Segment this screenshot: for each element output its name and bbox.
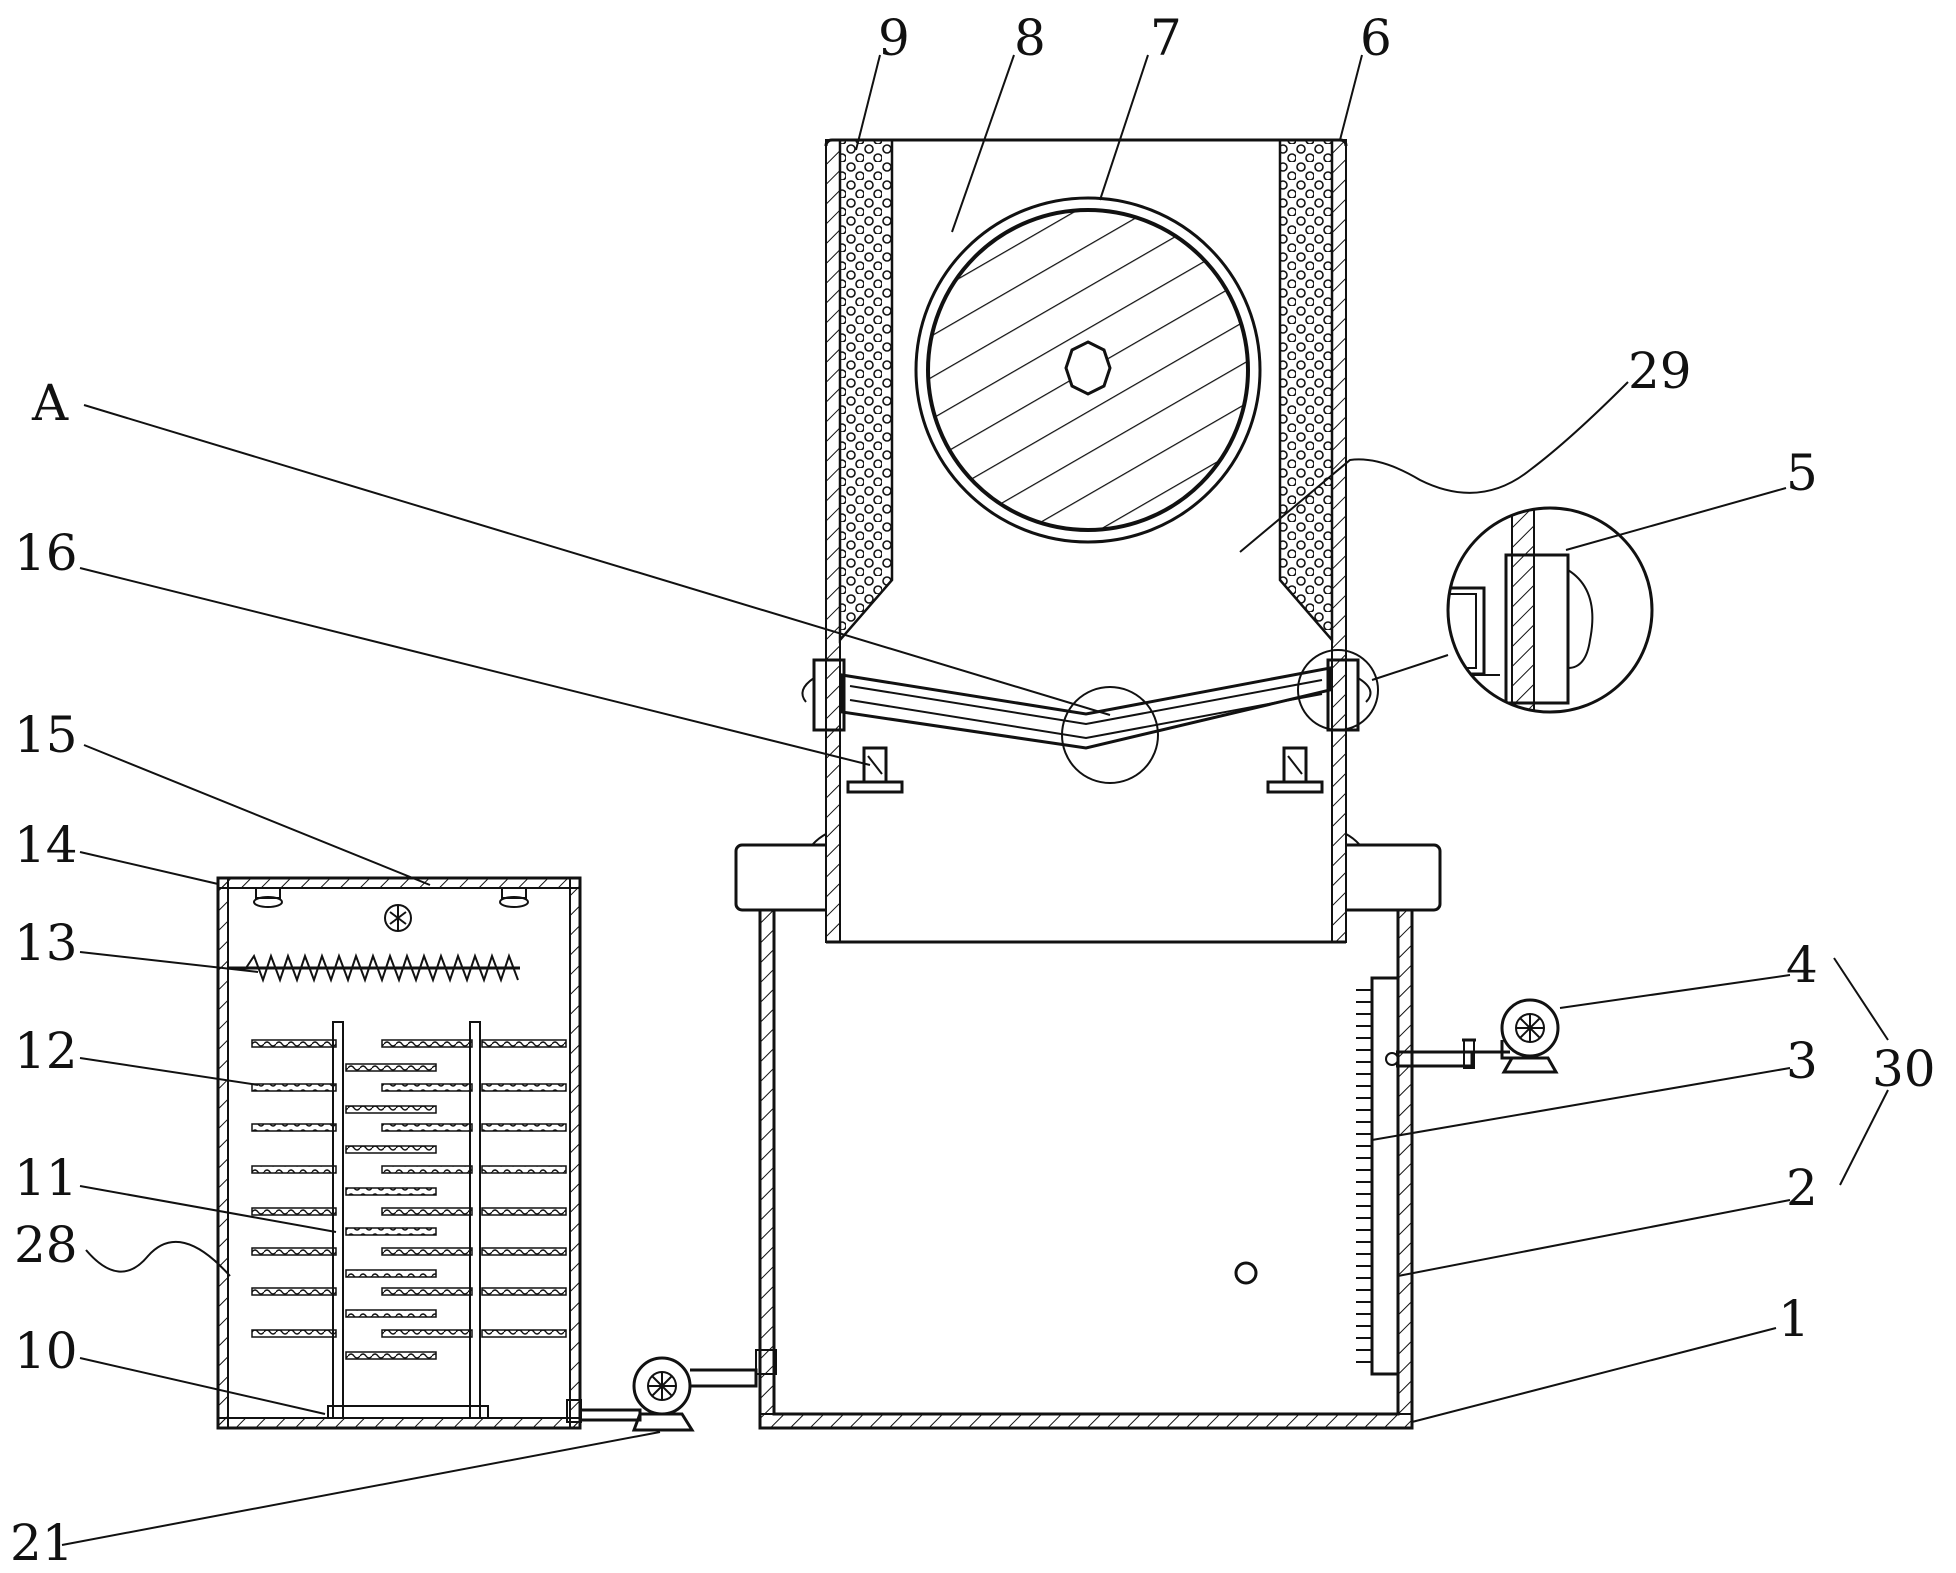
main-tank [758, 909, 1414, 1430]
top-fittings [253, 887, 529, 932]
sieve-tray [801, 649, 1379, 794]
callout-4: 4 [1786, 936, 1818, 994]
callout-14: 14 [14, 816, 78, 874]
callout-3: 3 [1786, 1032, 1818, 1090]
leader-lines [61, 54, 1889, 1546]
callout-21: 21 [10, 1514, 74, 1572]
detail-A-marker [1061, 686, 1159, 784]
left-liner [838, 138, 894, 644]
heater-plate [1356, 976, 1400, 1376]
callout-10: 10 [14, 1322, 78, 1380]
callout-12: 12 [14, 1022, 78, 1080]
disc-hub [1064, 340, 1112, 396]
callout-8: 8 [1014, 9, 1046, 67]
callout-A: A [31, 374, 69, 432]
base-rail [327, 1405, 489, 1419]
callout-28: 28 [14, 1216, 78, 1274]
callout-16: 16 [14, 524, 78, 582]
crushing-tower [824, 138, 1348, 944]
callout-30: 30 [1872, 1040, 1936, 1098]
callout-7: 7 [1150, 9, 1182, 67]
callout-13: 13 [14, 914, 78, 972]
callout-5: 5 [1786, 444, 1818, 502]
callout-2: 2 [1786, 1159, 1818, 1217]
callout-labels: 9 8 7 6 A 29 5 16 15 14 13 12 11 28 10 2… [10, 9, 1936, 1572]
callout-11: 11 [14, 1149, 78, 1207]
left-spring-support [846, 746, 904, 794]
drain-port [1234, 1261, 1258, 1285]
callout-6: 6 [1360, 9, 1392, 67]
detail-view-5 [1371, 506, 1654, 714]
drying-shelves [251, 1039, 567, 1360]
callout-1: 1 [1778, 1290, 1810, 1348]
right-spring-support [1266, 746, 1324, 794]
right-liner [1278, 138, 1334, 644]
callout-15: 15 [14, 706, 78, 764]
callout-29: 29 [1628, 342, 1692, 400]
lower-blower [580, 1349, 777, 1432]
disc-housing [914, 196, 1262, 544]
right-blower [1385, 998, 1560, 1074]
heating-coil [228, 953, 520, 983]
dryer-box [216, 876, 582, 1430]
callout-9: 9 [878, 9, 910, 67]
detail-marker-right [1297, 649, 1379, 731]
